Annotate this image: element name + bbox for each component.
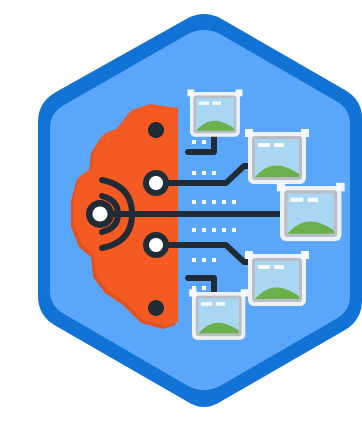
data-dots bbox=[192, 140, 236, 290]
circuit-lines-icon bbox=[97, 127, 287, 301]
image-thumbnail-icon bbox=[245, 251, 309, 306]
image-thumbnail-icon bbox=[276, 182, 345, 242]
image-thumbnail-icon bbox=[245, 129, 309, 184]
image-thumbnail-icon bbox=[189, 289, 249, 340]
circuit-nodes bbox=[86, 122, 169, 316]
image-thumbnail-icon bbox=[187, 89, 243, 137]
